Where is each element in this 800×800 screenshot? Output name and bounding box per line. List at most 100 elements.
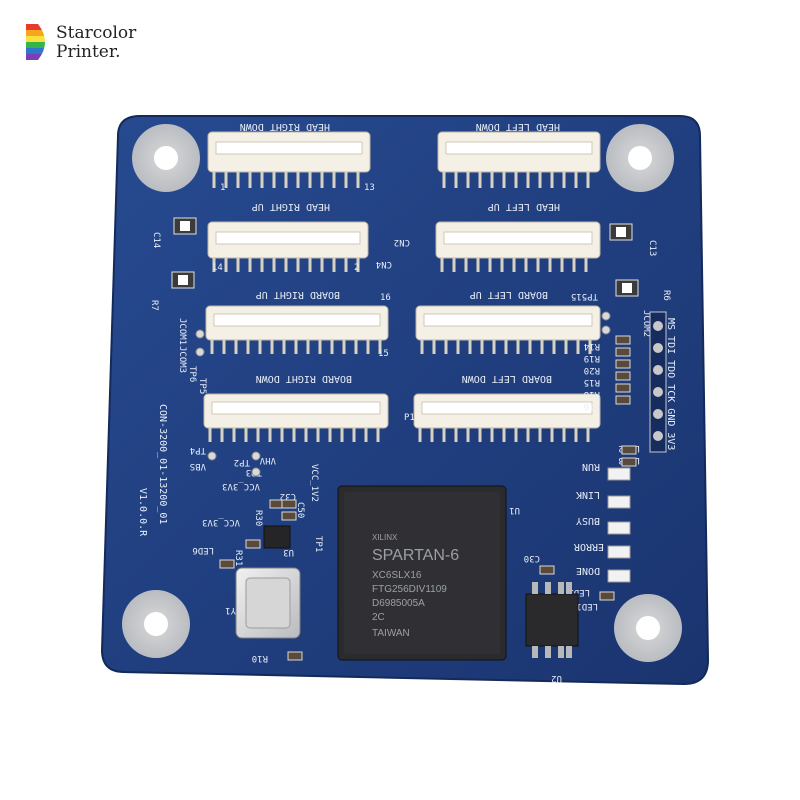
label-r16: R16 — [584, 401, 600, 411]
smd-component — [615, 395, 631, 405]
test-points — [195, 311, 611, 477]
label-tp2: TP2 — [234, 457, 250, 467]
fpga-part: XC6SLX16 — [372, 570, 422, 581]
label-r20: R20 — [584, 365, 600, 375]
label-r10: R10 — [252, 653, 268, 663]
connector-board-left-down — [413, 393, 601, 429]
smd-component — [615, 347, 631, 357]
label-head-left-down: HEAD LEFT DOWN — [476, 121, 560, 132]
connector-head-right-up — [207, 221, 369, 259]
mounting-hole-bottom-right — [614, 594, 682, 662]
smd-component — [219, 559, 235, 569]
label-jcom2: JCOM2 — [641, 310, 651, 337]
label-vcc-1v2: VCC_1V2 — [309, 464, 319, 502]
smd-component — [539, 565, 555, 575]
smd-component — [599, 591, 615, 601]
label-vhv: VHV — [259, 455, 276, 465]
header-pin — [653, 365, 663, 375]
flash-chip-u2 — [525, 582, 579, 658]
pin-1: 1 — [220, 183, 225, 193]
brand-logo: Starcolor Printer. — [22, 20, 172, 70]
connector-pins — [208, 172, 592, 442]
label-r31: R31 — [233, 550, 243, 566]
smd-component — [615, 335, 631, 345]
led-label-done: DONE — [576, 565, 600, 576]
mounting-hole-bottom-left — [122, 590, 190, 658]
pin-2: 2 — [354, 263, 359, 273]
smd-component — [245, 539, 261, 549]
label-board-left-down: BOARD LEFT DOWN — [462, 373, 552, 384]
label-jcom3: JCOM3 — [177, 346, 187, 373]
label-r15: R15 — [584, 377, 600, 387]
connector-board-right-down — [203, 393, 389, 429]
mounting-hole-top-right — [606, 124, 674, 192]
fpga-origin: TAIWAN — [372, 628, 410, 639]
mounting-hole-top-left — [132, 124, 200, 192]
label-board-left-up: BOARD LEFT UP — [470, 289, 548, 300]
label-head-right-down: HEAD RIGHT DOWN — [240, 121, 330, 132]
label-head-right-up: HEAD RIGHT UP — [252, 201, 330, 212]
board-side-text: CON-3200_01-13200_01 — [157, 404, 168, 524]
label-tp5: TP5 — [197, 378, 207, 394]
led-label-link: LINK — [576, 489, 600, 500]
label-y1: Y1 — [225, 605, 236, 615]
smd-component — [615, 383, 631, 393]
label-tp515: TP515 — [571, 291, 598, 301]
label-vcc-3v3-b: VCC_3V3 — [202, 517, 240, 527]
label-tp4: TP4 — [190, 445, 206, 455]
fpga-chip — [337, 485, 507, 661]
board-version: V1.0.0.R — [137, 488, 148, 537]
capacitor-c14b — [171, 271, 195, 289]
pin-14: 14 — [212, 263, 223, 273]
label-c50: C50 — [295, 502, 305, 518]
label-r19: R19 — [584, 353, 600, 363]
connector-head-left-down — [437, 131, 601, 173]
led-label-run: RUN — [582, 461, 600, 472]
header-pin — [653, 321, 663, 331]
label-u2: U2 — [551, 673, 562, 683]
label-cn4: CN4 — [376, 259, 392, 269]
brand-line-1: Starcolor — [56, 23, 137, 43]
label-tp6: TP6 — [187, 366, 197, 382]
smd-component — [281, 511, 297, 521]
fpga-package: FTG256DIV1109 — [372, 584, 447, 595]
fpga-brand: XILINX — [372, 533, 398, 542]
label-board-right-down: BOARD RIGHT DOWN — [256, 373, 352, 384]
connector-board-right-up — [205, 305, 389, 341]
label-r7: R7 — [149, 300, 159, 311]
status-led-column — [607, 467, 631, 583]
label-head-left-up: HEAD LEFT UP — [488, 201, 560, 212]
label-r18: R18 — [584, 389, 600, 399]
pin-15: 15 — [378, 349, 389, 359]
connector-head-left-up — [435, 221, 601, 259]
header-pin — [653, 343, 663, 353]
label-led6: LED6 — [192, 545, 214, 555]
header-label: MS TDI TDO TCK GND 3V3 — [665, 318, 676, 450]
label-c32: C32 — [280, 491, 296, 501]
label-r30: R30 — [253, 510, 263, 526]
capacitor-c14 — [173, 217, 197, 235]
jtag-header — [649, 311, 667, 453]
smd-component — [281, 499, 297, 509]
fpga-lot: D6985005A — [372, 598, 425, 609]
smd-component — [621, 445, 637, 455]
label-cn2: CN2 — [394, 237, 410, 247]
regulator-u3 — [263, 525, 291, 549]
label-tp1: TP1 — [313, 536, 323, 552]
connector-head-right-down — [207, 131, 371, 173]
capacitor-c13 — [609, 223, 633, 241]
label-vbs: VBS — [190, 461, 206, 471]
pin-13: 13 — [364, 183, 375, 193]
label-board-right-up: BOARD RIGHT UP — [256, 289, 340, 300]
capacitor-c13b — [615, 279, 639, 297]
label-jcom1: JCOM1 — [177, 318, 187, 345]
label-p1: P1 — [404, 413, 415, 423]
brand-line-2: Printer. — [56, 42, 121, 62]
label-led1: LED1 — [576, 601, 598, 611]
connector-board-left-up — [415, 305, 601, 341]
rainbow-logo-icon — [26, 24, 50, 60]
fpga-family: SPARTAN-6 — [372, 547, 459, 564]
header-pin — [653, 431, 663, 441]
passive-components — [219, 335, 637, 661]
label-u1: U1 — [509, 505, 520, 515]
